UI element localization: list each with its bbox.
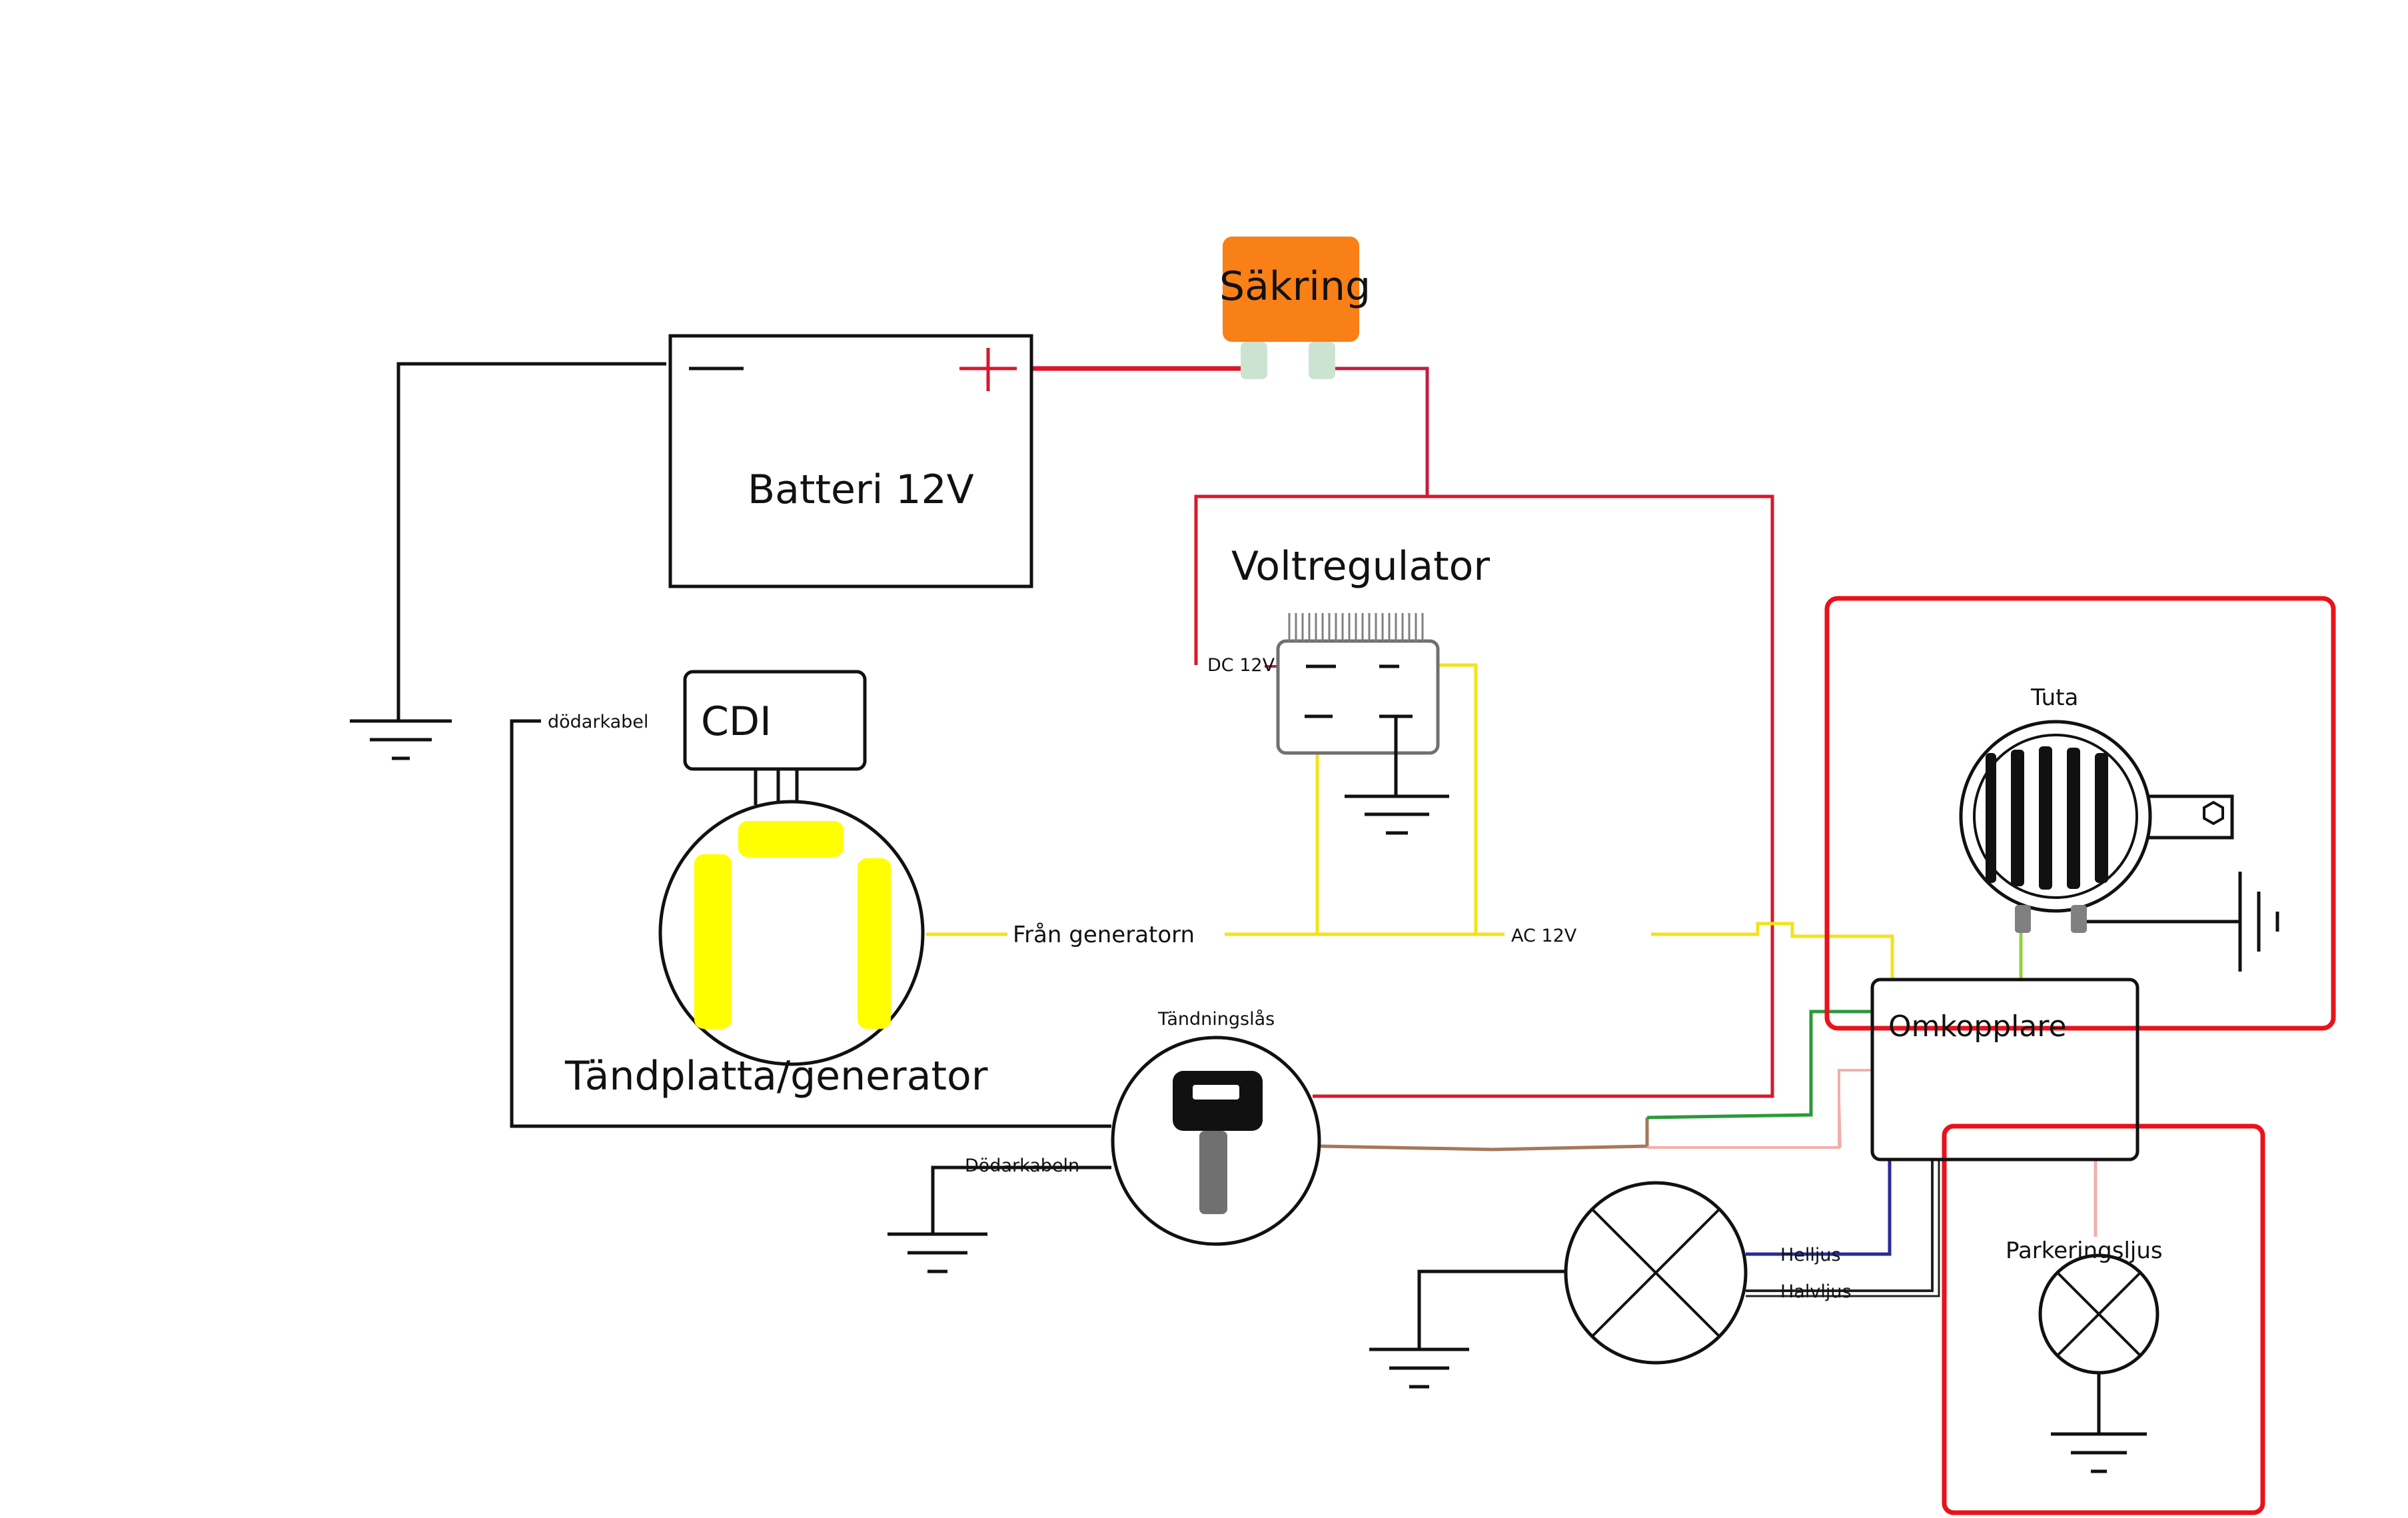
kill-wire [510,719,1111,1128]
switch-green-wire [1646,1010,1872,1120]
ground-icon [1369,1347,1469,1389]
cdi-stator-wires [754,768,799,805]
switch-label: Omkopplare [1888,1010,2067,1044]
battery-label: Batteri 12V [748,466,974,513]
key-icon [1173,1071,1263,1214]
low-beam-wire [1746,1159,1934,1292]
stator-coil-left [694,854,732,1029]
ignition-ground-wire [931,1165,1111,1233]
ground-icon [2051,1432,2147,1473]
ac-wire-switch [1651,922,1894,980]
stator-generator [658,800,925,1066]
fuse-output-wire [1319,367,1429,496]
low-beam-wire-2 [1746,1159,1940,1297]
dc-label: DC 12V [1207,655,1275,676]
ground-icon [350,719,452,760]
switch-box: Omkopplare [1870,978,2139,1161]
voltage-regulator: Voltregulator DC 12V [1207,543,1490,796]
from-generator-label: Från generatorn [1013,922,1195,948]
kill-wire-2-label: Dödarkabeln [965,1155,1079,1176]
lamp-icon [2038,1253,2159,1375]
fuse-icon: Säkring [1219,237,1371,379]
stator-label: Tändplatta/generator [564,1053,988,1100]
high-beam-wire [1746,1159,1892,1256]
plus-sign [959,348,1017,391]
switch-pink-wire-2 [1838,1099,1842,1148]
ac-label: AC 12V [1511,926,1577,946]
fuse-label: Säkring [1219,263,1371,310]
lamp-icon [1564,1181,1748,1365]
horn-icon [1959,720,2234,933]
high-beam-label: Helljus [1780,1245,1841,1265]
kill-wire-label: dödarkabel [548,712,648,732]
horn-label: Tuta [2030,684,2078,711]
battery: Batteri 12V [668,334,1033,588]
ground-icon [2238,872,2279,972]
regulator-label: Voltregulator [1231,543,1490,590]
low-beam-label: Halvljus [1780,1281,1852,1302]
parking-highlight-box [1942,1124,2265,1515]
stator-coil-right [858,858,891,1029]
stator-coil-top [738,821,844,857]
horn-highlight-box [1824,596,2336,1031]
headlight-ground-wire [1417,1269,1566,1349]
parking-label: Parkeringsljus [2006,1237,2163,1264]
ignition-lock [1111,1036,1321,1246]
cdi-unit: CDI [683,670,867,771]
battery-negative-wire [396,362,666,721]
ignition-brown-wire [1320,1118,1649,1151]
regulator-heatsink [1288,613,1424,641]
cdi-label: CDI [701,698,772,745]
ground-icon [1345,794,1449,835]
ignition-label: Tändningslås [1157,1009,1275,1030]
regulator-feed-wire [1194,494,1774,1098]
ground-icon [888,1232,987,1273]
